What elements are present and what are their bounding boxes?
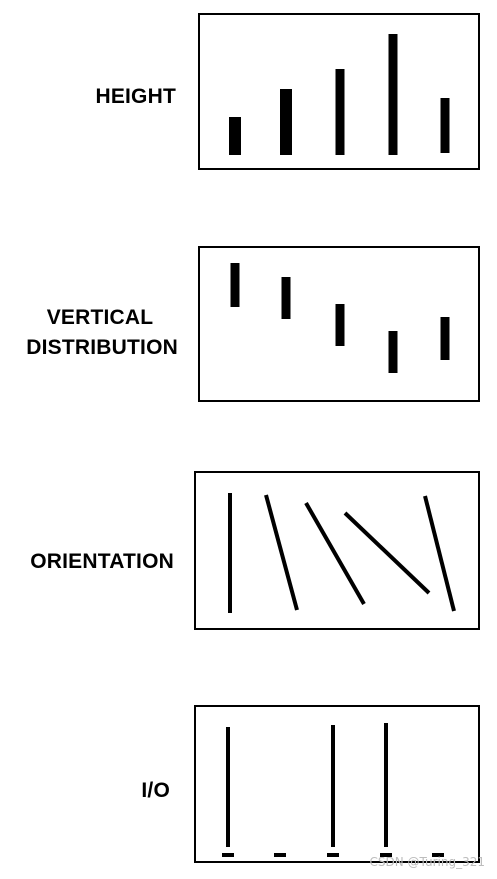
io-base-tick-5 — [274, 853, 286, 857]
panel-io — [194, 705, 480, 863]
label-orientation: ORIENTATION — [0, 547, 174, 577]
panel-orientation-marks — [228, 493, 456, 613]
orientation-line-3 — [304, 502, 366, 605]
label-vertical-distribution: VERTICAL DISTRIBUTION — [0, 303, 178, 363]
height-bar-4 — [388, 34, 398, 155]
panel-height-marks — [229, 34, 450, 155]
io-base-tick-8 — [432, 853, 444, 857]
label-line: VERTICAL — [46, 306, 154, 329]
vertical-distribution-bar-5 — [440, 317, 450, 360]
watermark: CSDN @Turing_321 — [369, 855, 485, 869]
io-base-tick-6 — [327, 853, 339, 857]
height-bar-1 — [229, 117, 241, 155]
height-bar-2 — [280, 89, 292, 155]
vertical-distribution-bar-4 — [388, 331, 398, 373]
vertical-distribution-bar-3 — [335, 304, 345, 346]
orientation-line-2 — [264, 494, 299, 611]
panel-vertical-distribution-marks — [230, 263, 450, 373]
label-height: HEIGHT — [20, 82, 176, 112]
label-line: DISTRIBUTION — [26, 336, 178, 359]
orientation-line-5 — [423, 495, 456, 612]
vertical-distribution-bar-1 — [230, 263, 240, 307]
io-base-tick-4 — [222, 853, 234, 857]
label-line: I/O — [141, 779, 170, 802]
panel-io-marks — [222, 723, 444, 857]
panel-orientation — [194, 471, 480, 630]
orientation-line-4 — [343, 511, 431, 595]
label-line: HEIGHT — [95, 85, 176, 108]
label-io: I/O — [20, 776, 170, 806]
height-bar-3 — [335, 69, 345, 155]
vertical-distribution-bar-2 — [281, 277, 291, 319]
label-line: ORIENTATION — [30, 550, 174, 573]
height-bar-5 — [440, 98, 450, 153]
panel-vertical-distribution — [198, 246, 480, 402]
panel-height — [198, 13, 480, 170]
io-base-tick-7 — [380, 853, 392, 857]
